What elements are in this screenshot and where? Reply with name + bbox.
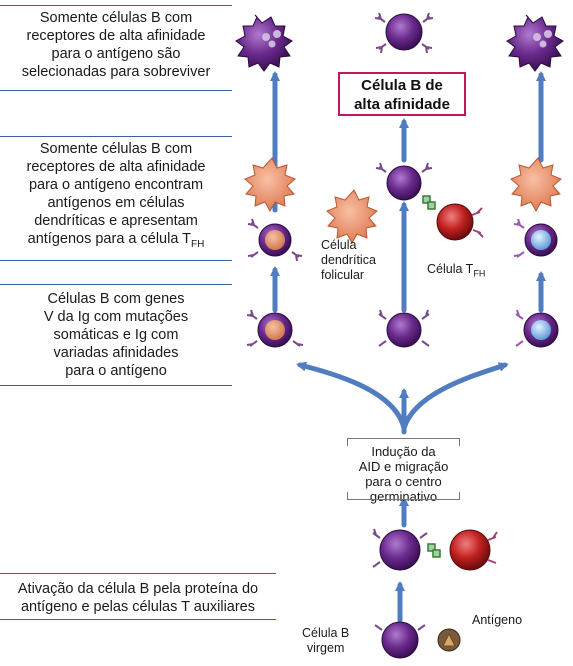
tcell-helper <box>427 529 498 571</box>
stage-text-activation: Ativação da célula B pela proteína do an… <box>17 581 259 615</box>
stage-divider <box>0 5 232 6</box>
apoptotic-cell-right <box>506 14 564 72</box>
bcell-center-tier3 <box>378 309 430 348</box>
bcell-center-tier2 <box>375 162 433 201</box>
stage-divider <box>0 90 232 91</box>
stage-divider <box>0 260 232 261</box>
antigen <box>437 628 461 652</box>
high-affinity-b-cell-label: Célula B de alta afinidade <box>338 72 466 116</box>
stage-text-selection: Somente células B com receptores de alta… <box>21 10 211 80</box>
tfh-cell-center <box>422 195 484 241</box>
naive-b-cell-label: Célula B virgem <box>302 626 350 655</box>
apoptotic-cell-left <box>235 14 293 72</box>
stage-text-somatic-mutation: Células B com genes V da Ig com mutações… <box>43 291 189 379</box>
fdc-label: Célula dendrítica folicular <box>321 238 376 282</box>
stage-divider <box>0 619 276 620</box>
tfh-label: Célula TFH <box>427 262 486 279</box>
bcell-left-tier2 <box>247 218 303 262</box>
fdc-center <box>326 189 378 245</box>
fdc-left <box>244 157 296 213</box>
bcell-right-tier3 <box>515 309 559 348</box>
bcell-left-tier3 <box>246 309 304 348</box>
fdc-right <box>510 157 562 213</box>
stage-text-antigen-presentation: Somente células B com receptores de alta… <box>26 141 206 250</box>
induction-label: Indução da AID e migração para o centro … <box>347 438 460 504</box>
antigen-label: Antígeno <box>472 613 523 627</box>
bcell-right-tier2 <box>513 218 558 258</box>
stage-divider <box>0 573 276 574</box>
stage-divider <box>0 385 232 386</box>
bcell-surviving <box>374 12 434 54</box>
bcell-naive <box>374 621 426 659</box>
stage-divider <box>0 284 232 285</box>
bcell-activated <box>372 528 428 571</box>
stage-divider <box>0 136 232 137</box>
